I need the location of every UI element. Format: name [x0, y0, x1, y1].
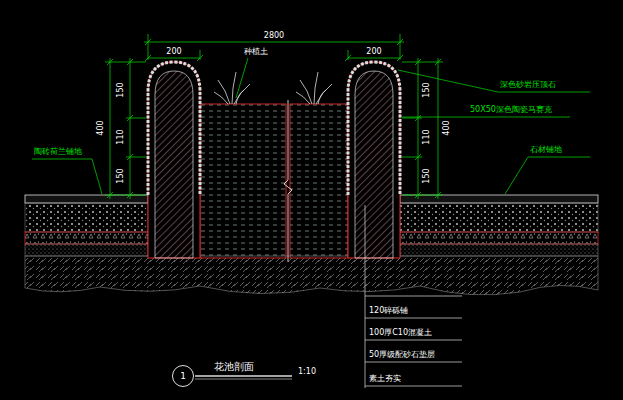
dimension: 200 [366, 48, 381, 56]
dimension: 400 [97, 120, 105, 135]
dimension: 110 [423, 129, 431, 144]
dimension: 150 [117, 82, 125, 97]
planting-soil [200, 100, 348, 262]
layer-label: 50厚级配砂石垫层 [369, 351, 435, 359]
dimension: 400 [443, 120, 451, 135]
dimension: 200 [166, 48, 181, 56]
callout-circle: 1 [172, 365, 194, 387]
drawing-title: 花池剖面 [214, 362, 254, 372]
material-label: 种植土 [244, 48, 268, 56]
dimension-lines [105, 34, 443, 199]
leader-lines [32, 58, 590, 194]
material-label: 陶砖荷兰铺地 [34, 148, 82, 156]
layer-label: 100厚C10混凝土 [369, 329, 432, 337]
scale-label: 1:10 [298, 368, 316, 376]
material-label: 50X50深色陶瓷马赛克 [470, 106, 552, 114]
material-label: 石材铺地 [530, 146, 562, 154]
flower-bed-walls [148, 62, 400, 258]
grass [214, 72, 332, 104]
dimension: 150 [117, 168, 125, 183]
title-bar [195, 376, 292, 379]
dimension: 150 [423, 168, 431, 183]
dimension: 110 [117, 129, 125, 144]
layer-label: 素土夯实 [369, 375, 401, 383]
layer-table [365, 205, 462, 388]
callout-number: 1 [180, 372, 186, 381]
dimension: 2800 [264, 32, 284, 40]
dimension: 150 [423, 82, 431, 97]
material-label: 深色砂岩压顶石 [500, 81, 556, 89]
layer-label: 120碎砾铺 [369, 307, 408, 315]
